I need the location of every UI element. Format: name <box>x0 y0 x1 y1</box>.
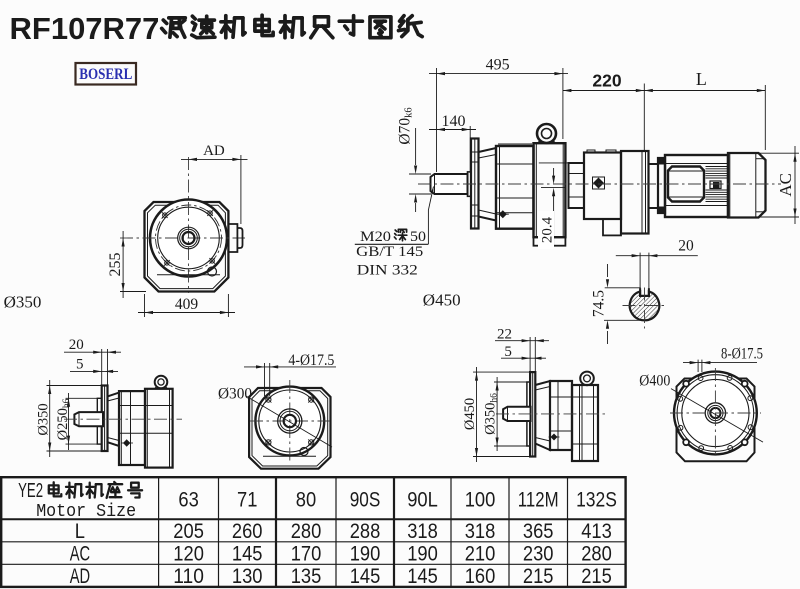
svg-text:GB/T 145: GB/T 145 <box>356 244 423 260</box>
svg-text:145: 145 <box>232 543 263 566</box>
svg-text:20.4: 20.4 <box>540 216 556 243</box>
svg-text:210: 210 <box>465 543 496 566</box>
svg-text:318: 318 <box>465 520 496 543</box>
svg-text:Ø350: Ø350 <box>35 403 51 435</box>
svg-text:215: 215 <box>581 565 612 588</box>
svg-text:255: 255 <box>107 253 124 277</box>
svg-text:288: 288 <box>350 520 381 543</box>
svg-text:190: 190 <box>350 543 381 566</box>
svg-text:160: 160 <box>465 565 496 588</box>
svg-text:120: 120 <box>173 543 204 566</box>
svg-text:5: 5 <box>504 344 512 360</box>
svg-text:63: 63 <box>178 489 198 512</box>
svg-text:215: 215 <box>523 565 554 588</box>
svg-text:M20: M20 <box>360 229 391 245</box>
svg-text:Ø450: Ø450 <box>423 290 461 309</box>
svg-text:L: L <box>696 69 707 89</box>
svg-text:5: 5 <box>76 357 84 373</box>
svg-text:AC: AC <box>776 173 795 197</box>
svg-text:205: 205 <box>173 520 204 543</box>
svg-text:22: 22 <box>497 326 512 342</box>
svg-text:71: 71 <box>237 489 257 512</box>
svg-text:L: L <box>75 520 85 543</box>
svg-text:135: 135 <box>291 565 322 588</box>
svg-text:80: 80 <box>296 489 316 512</box>
svg-text:409: 409 <box>175 296 199 313</box>
svg-text:20: 20 <box>69 337 84 353</box>
svg-text:318: 318 <box>407 520 438 543</box>
svg-text:DIN 332: DIN 332 <box>357 263 418 279</box>
svg-text:Ø400: Ø400 <box>639 372 670 389</box>
svg-text:AC: AC <box>70 543 90 566</box>
svg-text:280: 280 <box>291 520 322 543</box>
svg-text:YE2: YE2 <box>18 480 43 502</box>
svg-text:20: 20 <box>678 237 694 254</box>
svg-text:365: 365 <box>523 520 554 543</box>
svg-text:Ø300: Ø300 <box>218 386 252 403</box>
svg-text:130: 130 <box>232 565 263 588</box>
svg-text:AD: AD <box>203 143 225 159</box>
svg-text:Ø250h6: Ø250h6 <box>55 398 72 440</box>
svg-text:110: 110 <box>173 565 204 588</box>
svg-text:AD: AD <box>70 565 90 588</box>
svg-text:Ø350: Ø350 <box>4 293 42 312</box>
svg-text:170: 170 <box>291 543 322 566</box>
svg-text:260: 260 <box>232 520 263 543</box>
svg-text:90L: 90L <box>407 489 438 512</box>
svg-text:Ø350h6: Ø350h6 <box>483 393 500 435</box>
svg-text:4-Ø17.5: 4-Ø17.5 <box>288 352 334 369</box>
svg-text:Ø70k6: Ø70k6 <box>397 107 415 144</box>
svg-text:495: 495 <box>486 57 510 74</box>
svg-text:Motor Size: Motor Size <box>36 502 136 522</box>
svg-text:100: 100 <box>465 489 496 512</box>
svg-text:8-Ø17.5: 8-Ø17.5 <box>721 346 763 363</box>
svg-text:413: 413 <box>581 520 612 543</box>
svg-text:140: 140 <box>442 113 466 130</box>
svg-text:190: 190 <box>407 543 438 566</box>
svg-text:74.5: 74.5 <box>591 290 608 317</box>
svg-text:145: 145 <box>407 565 438 588</box>
svg-text:Ø450: Ø450 <box>462 398 478 430</box>
svg-text:90S: 90S <box>350 489 381 512</box>
svg-text:50: 50 <box>410 229 426 245</box>
svg-text:132S: 132S <box>576 489 617 512</box>
svg-text:220: 220 <box>592 70 621 90</box>
svg-text:230: 230 <box>523 543 554 566</box>
svg-text:112M: 112M <box>518 489 559 512</box>
svg-text:280: 280 <box>581 543 612 566</box>
svg-text:145: 145 <box>350 565 381 588</box>
svg-text:BOSERL: BOSERL <box>79 66 132 83</box>
svg-text:RF107R77: RF107R77 <box>10 11 160 46</box>
